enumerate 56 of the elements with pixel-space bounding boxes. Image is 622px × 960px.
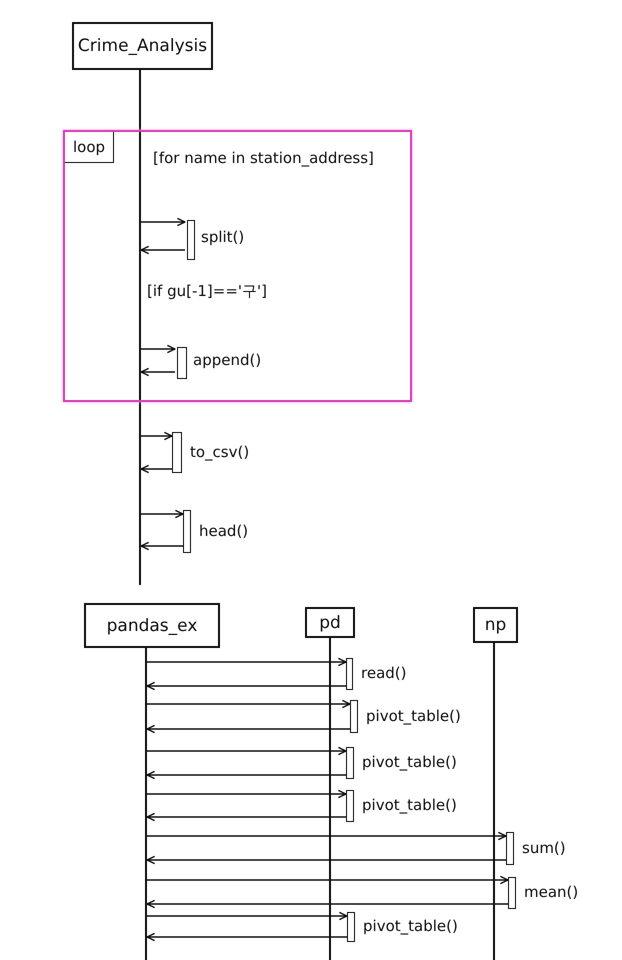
- activation-bar: [346, 658, 353, 690]
- message-arrow: [147, 790, 347, 798]
- lifeline-header: pd: [305, 607, 355, 638]
- activation-bar: [346, 747, 354, 779]
- message-label: read(): [361, 664, 406, 682]
- message-label: mean(): [524, 883, 578, 901]
- message-arrow: [146, 724, 350, 734]
- message-arrow: [147, 912, 348, 920]
- activation-bar: [346, 790, 354, 822]
- lifeline: [329, 638, 331, 960]
- activation-bar: [506, 832, 514, 865]
- message-label: pivot_table(): [363, 917, 458, 935]
- frame-tag: loop: [65, 132, 114, 163]
- guard-condition: [for name in station_address]: [153, 149, 374, 167]
- loop-frame: [63, 130, 412, 402]
- message-arrow: [147, 746, 347, 756]
- lifeline: [145, 648, 147, 960]
- message-label: sum(): [522, 838, 566, 856]
- message-arrow: [146, 932, 347, 942]
- activation-bar: [183, 510, 191, 553]
- lifeline-header: Crime_Analysis: [72, 22, 213, 70]
- message-arrow: [146, 900, 508, 908]
- message-arrow: [141, 344, 176, 354]
- activation-bar: [508, 877, 516, 909]
- message-arrow: [140, 542, 183, 550]
- lifeline: [493, 643, 495, 960]
- message-arrow: [140, 368, 175, 376]
- activation-bar: [187, 220, 195, 260]
- message-arrow: [147, 658, 347, 666]
- message-arrow: [141, 432, 173, 440]
- message-label: split(): [201, 228, 244, 246]
- message-arrow: [146, 682, 346, 690]
- activation-bar: [177, 347, 187, 379]
- message-label: pivot_table(): [366, 706, 461, 724]
- message-arrow: [147, 876, 509, 884]
- lifeline: [139, 70, 141, 585]
- activation-bar: [172, 432, 182, 473]
- lifeline-header: pandas_ex: [84, 603, 220, 648]
- message-label: head(): [199, 522, 248, 540]
- message-arrow: [141, 218, 186, 226]
- activation-bar: [350, 700, 358, 733]
- message-arrow: [146, 856, 506, 864]
- message-arrow: [147, 700, 351, 708]
- message-arrow: [140, 464, 172, 474]
- message-arrow: [140, 246, 185, 254]
- guard-condition: [if gu[-1]=='구']: [147, 282, 267, 301]
- message-arrow: [147, 832, 507, 840]
- message-arrow: [141, 510, 184, 518]
- message-label: append(): [193, 351, 262, 369]
- lifeline-header: np: [473, 607, 518, 643]
- message-label: to_csv(): [190, 442, 250, 460]
- activation-bar: [347, 912, 355, 942]
- message-label: pivot_table(): [362, 753, 457, 771]
- message-label: pivot_table(): [362, 796, 457, 814]
- message-arrow: [146, 770, 346, 780]
- message-arrow: [146, 812, 346, 822]
